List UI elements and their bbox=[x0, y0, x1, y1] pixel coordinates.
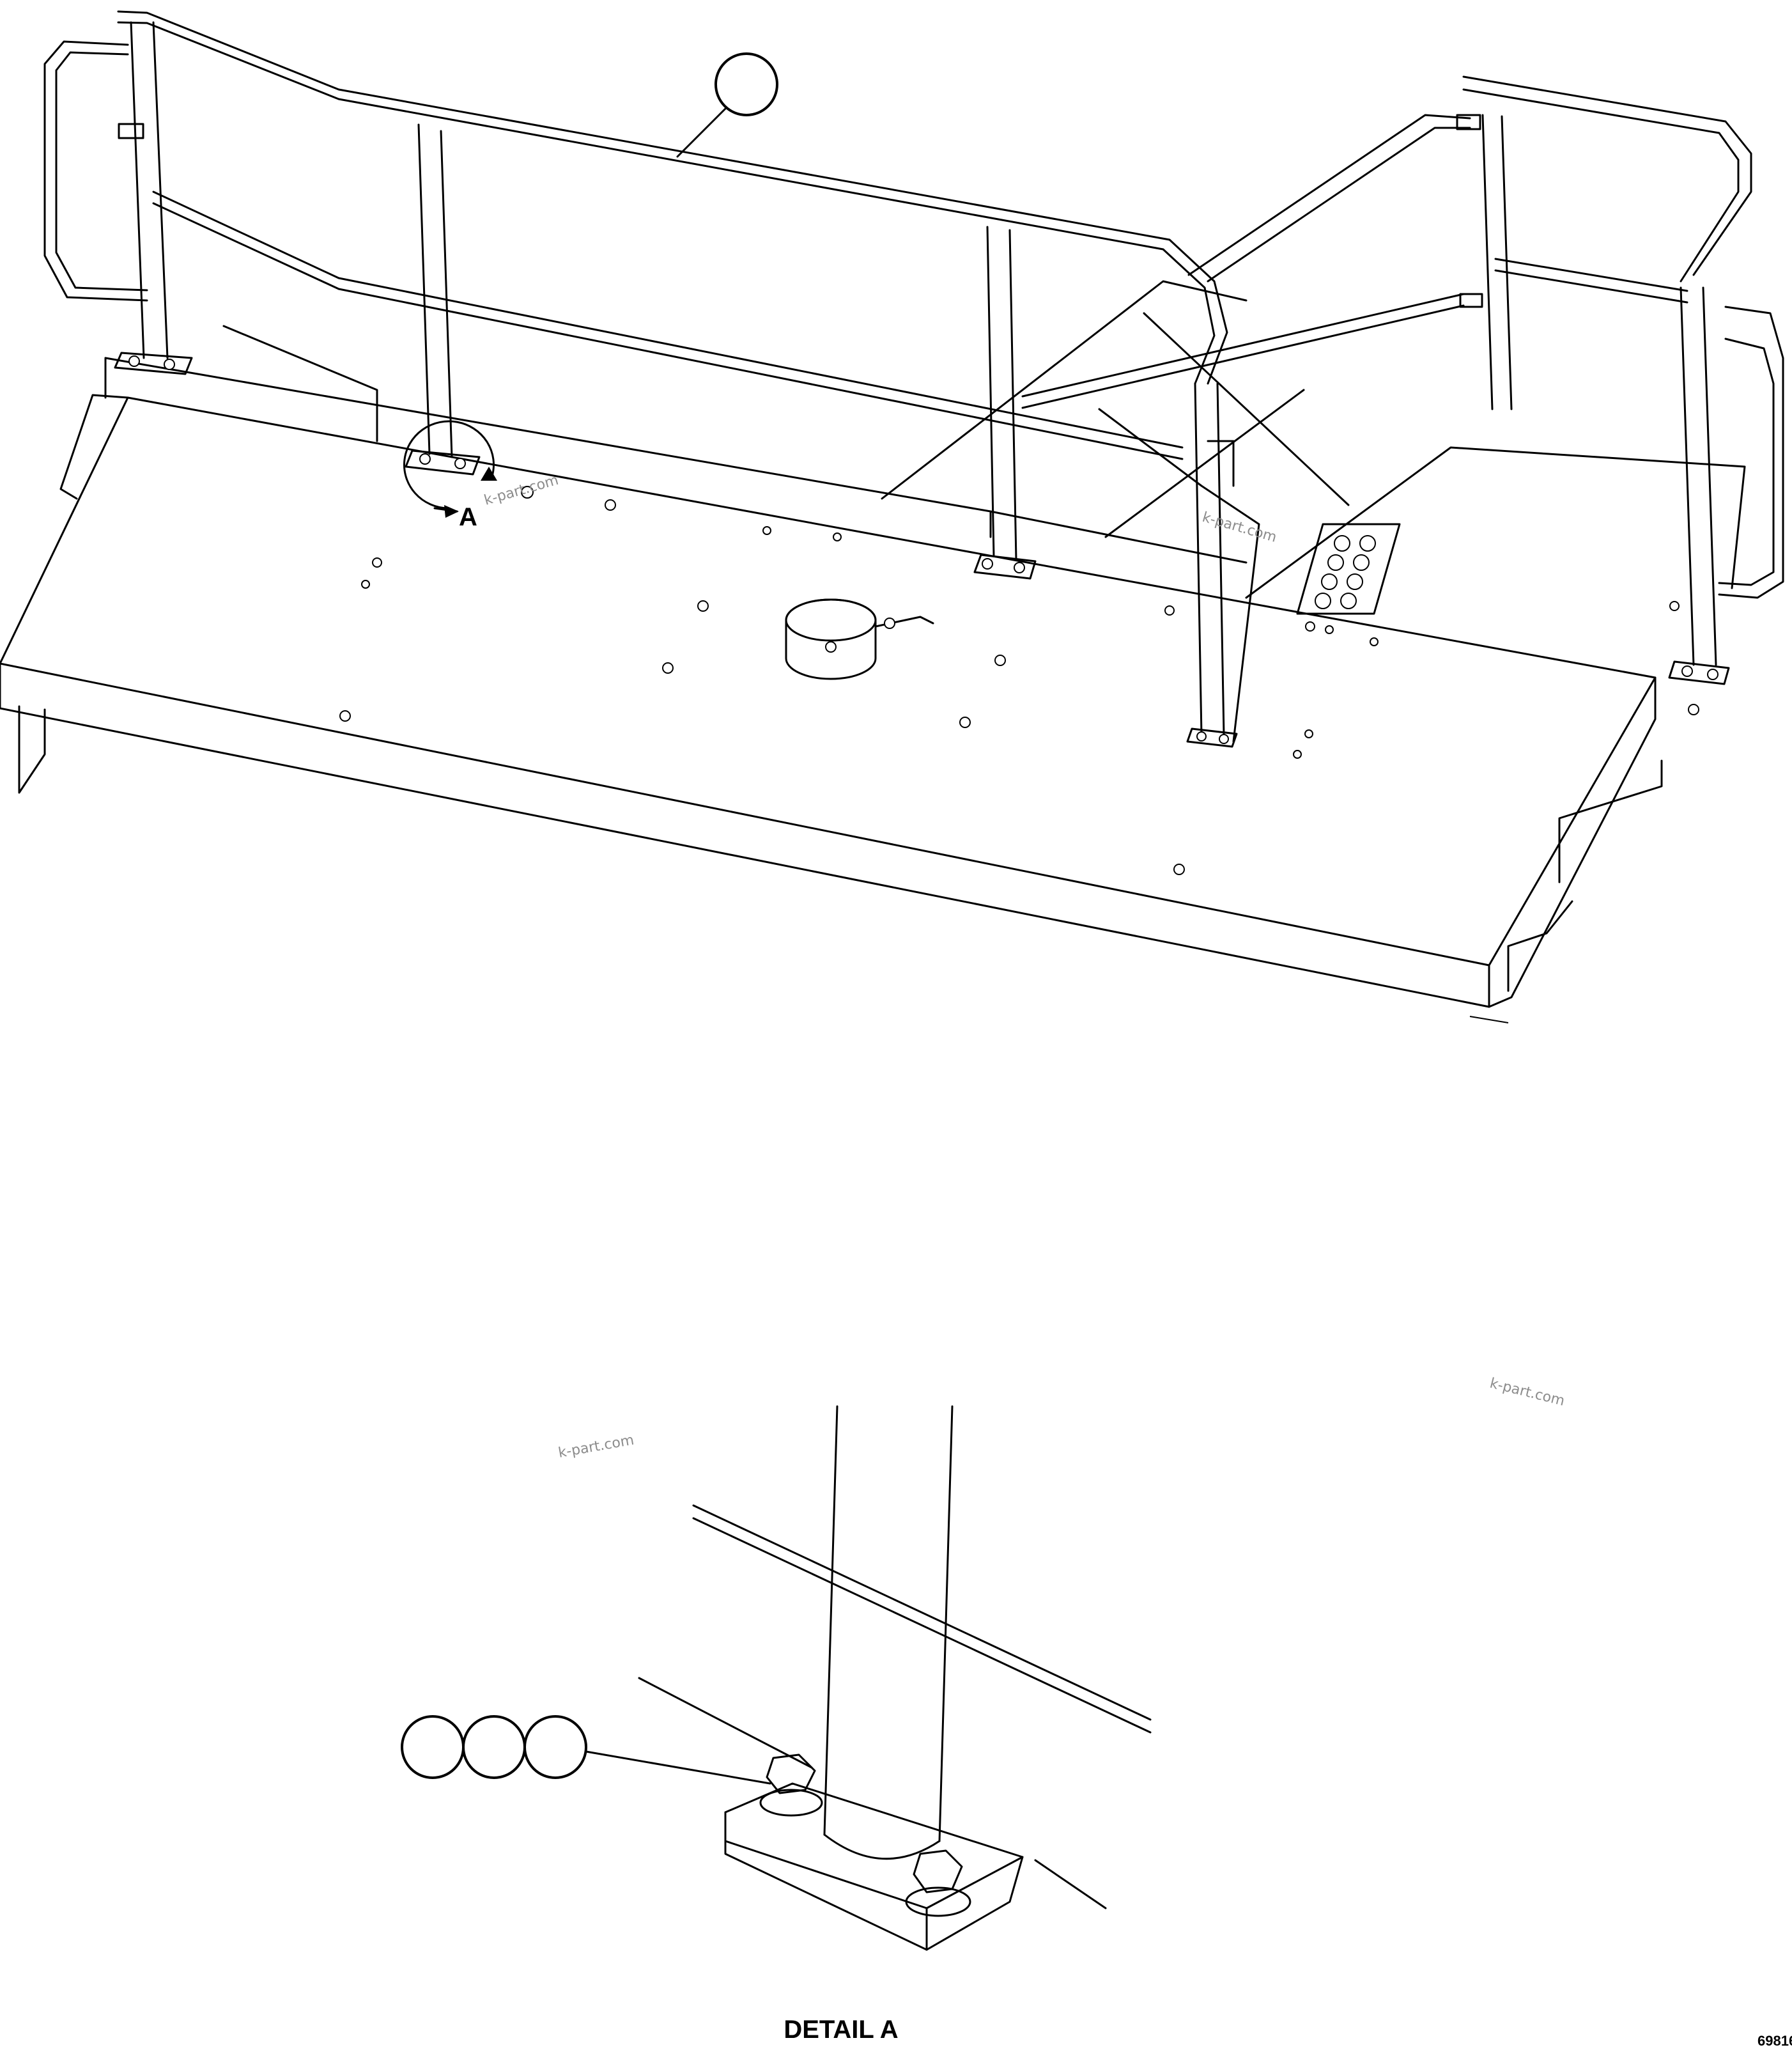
watermark-4: k-part.com bbox=[1488, 1376, 1566, 1410]
detail-a-callout: A bbox=[403, 420, 497, 531]
detail-a-caption: DETAIL A bbox=[784, 2016, 898, 2044]
post-base-plates bbox=[114, 352, 1730, 748]
handrail-assembly bbox=[43, 10, 1784, 736]
platform-deck bbox=[0, 394, 1663, 1023]
detail-a-view bbox=[638, 1405, 1152, 1951]
drawing-number: 69816 bbox=[1757, 2033, 1792, 2049]
deck-back-frame bbox=[104, 325, 1247, 564]
item-balloons-detail bbox=[401, 1715, 771, 1785]
watermark-3: k-part.com bbox=[557, 1432, 635, 1461]
item-balloon-main bbox=[676, 52, 778, 158]
detail-a-reference-letter: A bbox=[459, 503, 477, 531]
deck-holes bbox=[339, 486, 1699, 875]
stair-tread-holes bbox=[1315, 535, 1376, 609]
deck-cover-plate bbox=[785, 598, 934, 680]
stair-assembly bbox=[881, 280, 1746, 743]
watermark-2: k-part.com bbox=[1200, 509, 1278, 546]
